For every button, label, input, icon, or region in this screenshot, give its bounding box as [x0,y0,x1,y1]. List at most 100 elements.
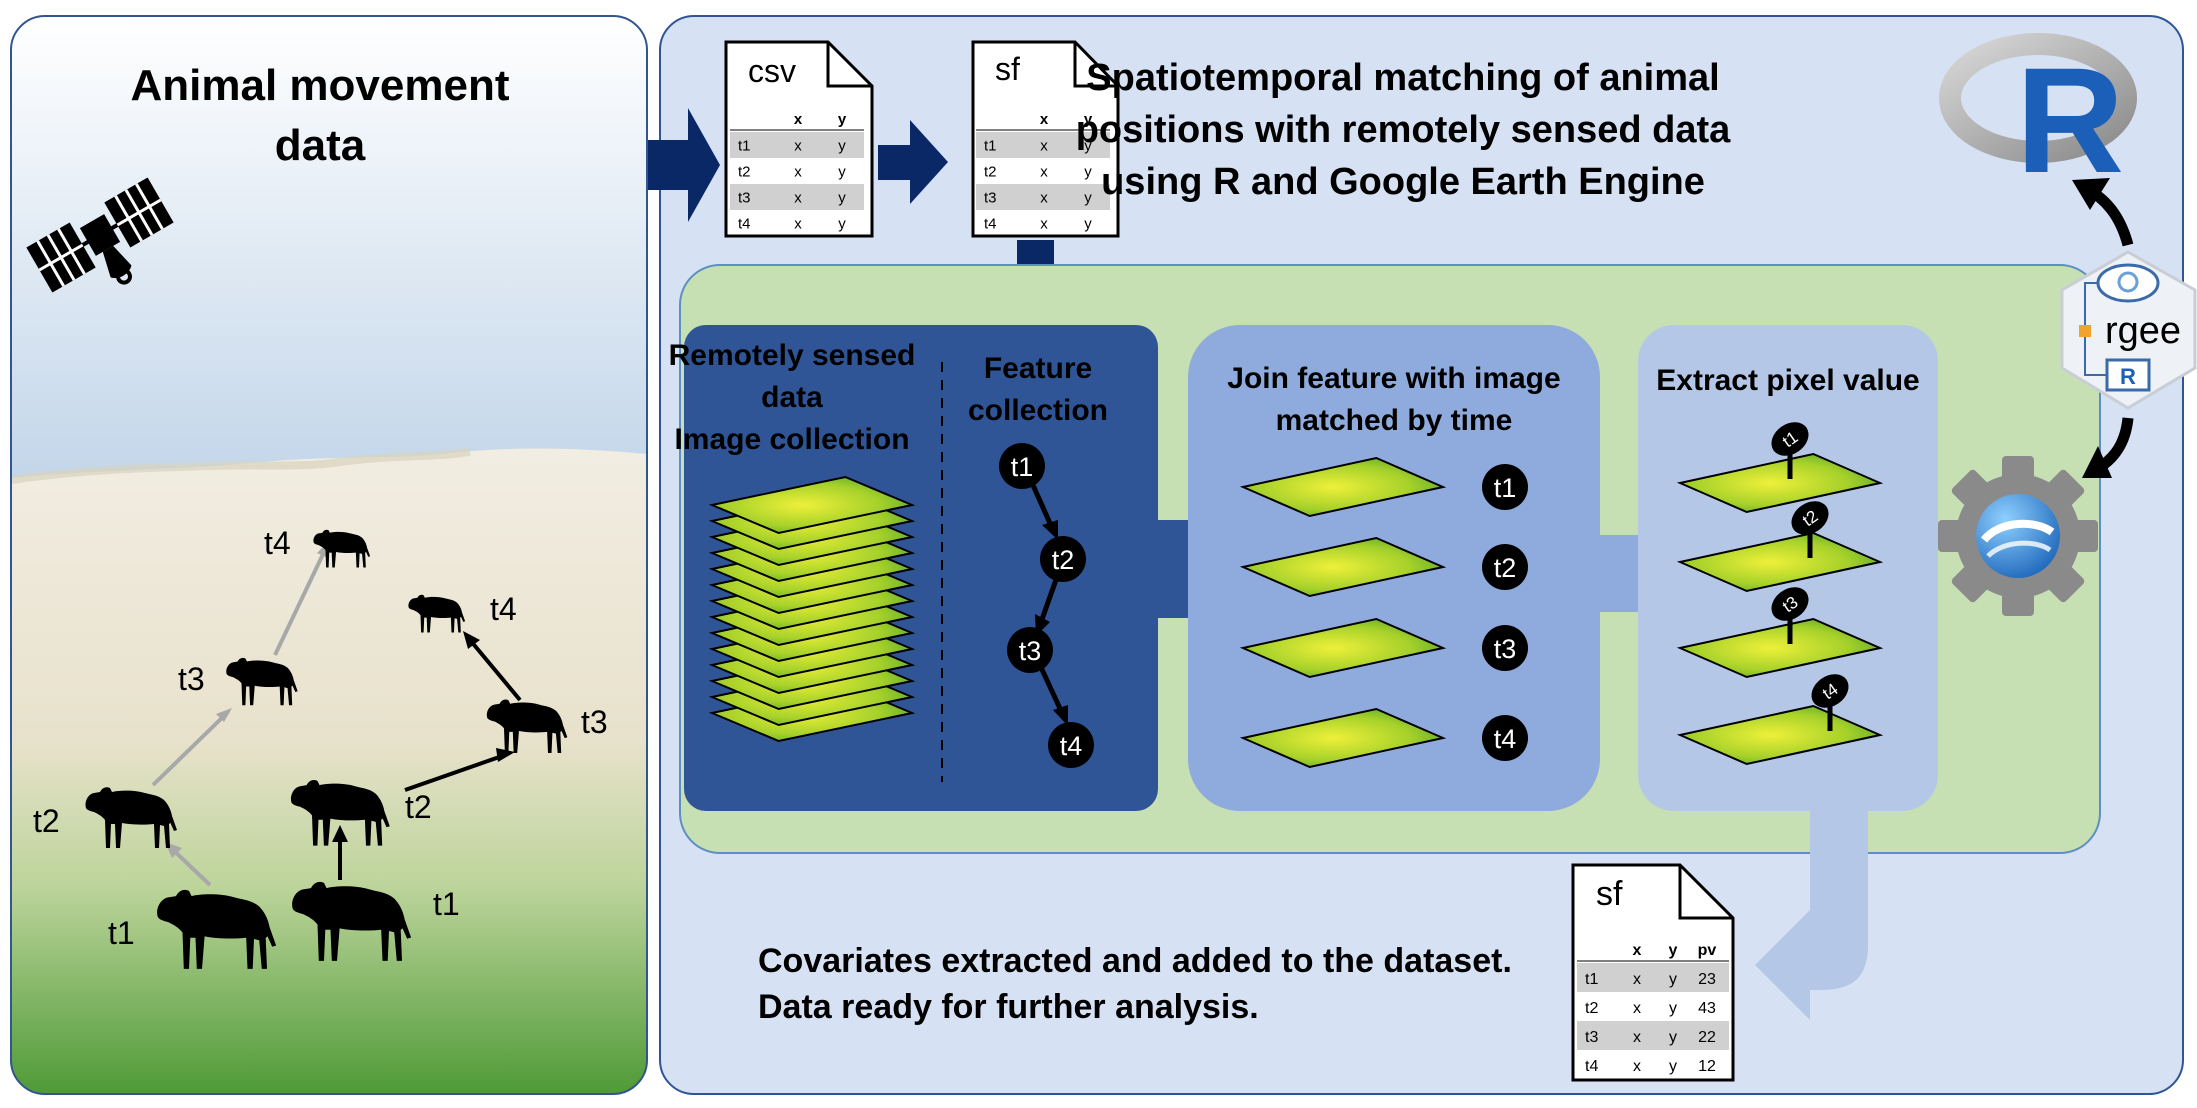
step2-image-1 [1239,456,1447,518]
step2-time-node-3 [1482,625,1528,671]
step1-left-title-line2: data [761,381,823,414]
result-cell-1-3: 43 [1698,1000,1716,1017]
csv-cell-0-2: y [838,138,846,155]
csv-cell-1-2: y [838,164,846,181]
step2-image-4 [1239,707,1447,769]
path-b-label-t4: t4 [490,591,517,627]
step2-time-label-4: t4 [1494,724,1517,754]
arrow-to-csv [648,108,720,222]
landscape-ridge [11,448,471,484]
sf-cell-1-2: y [1084,164,1092,181]
step3-pin-head-1 [1771,422,1809,456]
sf-cell-1-1: x [1040,164,1048,181]
step3-image-3 [1676,617,1884,679]
rgee-label: rgee [2105,310,2181,352]
result-cell-1-1: x [1633,1000,1641,1017]
sf-label: sf [995,51,1020,87]
step1-right-title-line2: collection [968,394,1108,427]
result-cell-0-2: y [1669,971,1677,988]
r-logo-letter: R [2016,36,2124,204]
result-cell-1-0: t2 [1585,1000,1598,1017]
step2-image-2 [1239,536,1447,598]
csv-header-2: y [838,111,847,128]
result-cell-3-1: x [1633,1058,1641,1075]
sf-cell-0-1: x [1040,138,1048,155]
satellite-icon [26,177,174,293]
rgee-hex-icon: R rgee [2060,250,2197,410]
step1-right-title-line1: Feature [984,352,1092,385]
r-logo: R [1939,33,2137,204]
csv-cell-3-2: y [838,216,846,233]
path-a-label-t3: t3 [178,661,205,697]
feature-node-t4 [1048,722,1094,768]
feature-node-t3-label: t3 [1019,636,1042,666]
feature-node-t4-label: t4 [1060,731,1083,761]
step2-title-line2: matched by time [1276,404,1513,437]
left-title-line1: Animal movement [131,61,510,110]
arrow-csv-to-sf [878,120,948,204]
result-cell-3-3: 12 [1698,1058,1716,1075]
step3-pin-head-4 [1811,674,1849,708]
left-title-line2: data [275,121,366,170]
result-cell-0-1: x [1633,971,1641,988]
csv-cell-1-1: x [794,164,802,181]
feature-collection-chain: t1 t2 t3 t4 [999,443,1094,768]
sf-header-2: y [1084,111,1093,128]
path-b-arrows [338,638,522,880]
sf-cell-3-2: y [1084,216,1092,233]
left-panel-border [10,15,648,1095]
sf-cell-0-0: t1 [984,138,997,155]
left-panel: Animal movement data [10,15,648,1095]
footer-line2: Data ready for further analysis. [758,988,1259,1026]
step1-left-title-line3: Image collection [674,423,909,456]
csv-cell-1-0: t2 [738,164,751,181]
csv-header-1: x [794,111,803,128]
csv-cell-0-0: t1 [738,138,751,155]
step2-title-line1: Join feature with image [1227,362,1560,395]
step1-left-title-line1: Remotely sensed [669,339,916,372]
sf-cell-3-0: t4 [984,216,997,233]
rgee-connectors [2072,178,2134,478]
step3-pin-head-3 [1771,587,1809,621]
path-b-label-t1: t1 [433,886,460,922]
step3-image-2 [1676,531,1884,593]
sf-cell-2-2: y [1084,190,1092,207]
step3-image-1 [1676,452,1884,514]
path-a-label-t1: t1 [108,915,135,951]
feature-node-t3 [1007,627,1053,673]
step2-time-label-1: t1 [1494,473,1517,503]
landscape-ground [11,448,647,1094]
csv-cell-2-0: t3 [738,190,751,207]
result-cell-2-2: y [1669,1029,1677,1046]
result-cell-2-1: x [1633,1029,1641,1046]
title-line1: Spatiotemporal matching of animal [1086,57,1719,99]
sf-cell-2-1: x [1040,190,1048,207]
sf-header-1: x [1040,111,1049,128]
monitor-icon [2105,358,2151,392]
result-cell-0-3: 23 [1698,971,1716,988]
title-line2: positions with remotely sensed data [1076,109,1731,151]
result-cell-3-2: y [1669,1058,1677,1075]
step2-time-label-3: t3 [1494,634,1517,664]
result-header-1: x [1633,942,1642,959]
feature-node-t1-label: t1 [1011,452,1034,482]
csv-cell-0-1: x [794,138,802,155]
csv-cell-3-0: t4 [738,216,751,233]
step2-time-node-2 [1482,544,1528,590]
feature-node-t1 [999,443,1045,489]
csv-cell-2-2: y [838,190,846,207]
csv-cell-3-1: x [794,216,802,233]
result-cell-0-0: t1 [1585,971,1598,988]
sf-cell-0-2: y [1084,138,1092,155]
path-b-label-t3: t3 [581,704,608,740]
step3-pin-head-2 [1791,501,1829,535]
feature-node-t2 [1040,536,1086,582]
image-layer-0 [708,475,916,535]
